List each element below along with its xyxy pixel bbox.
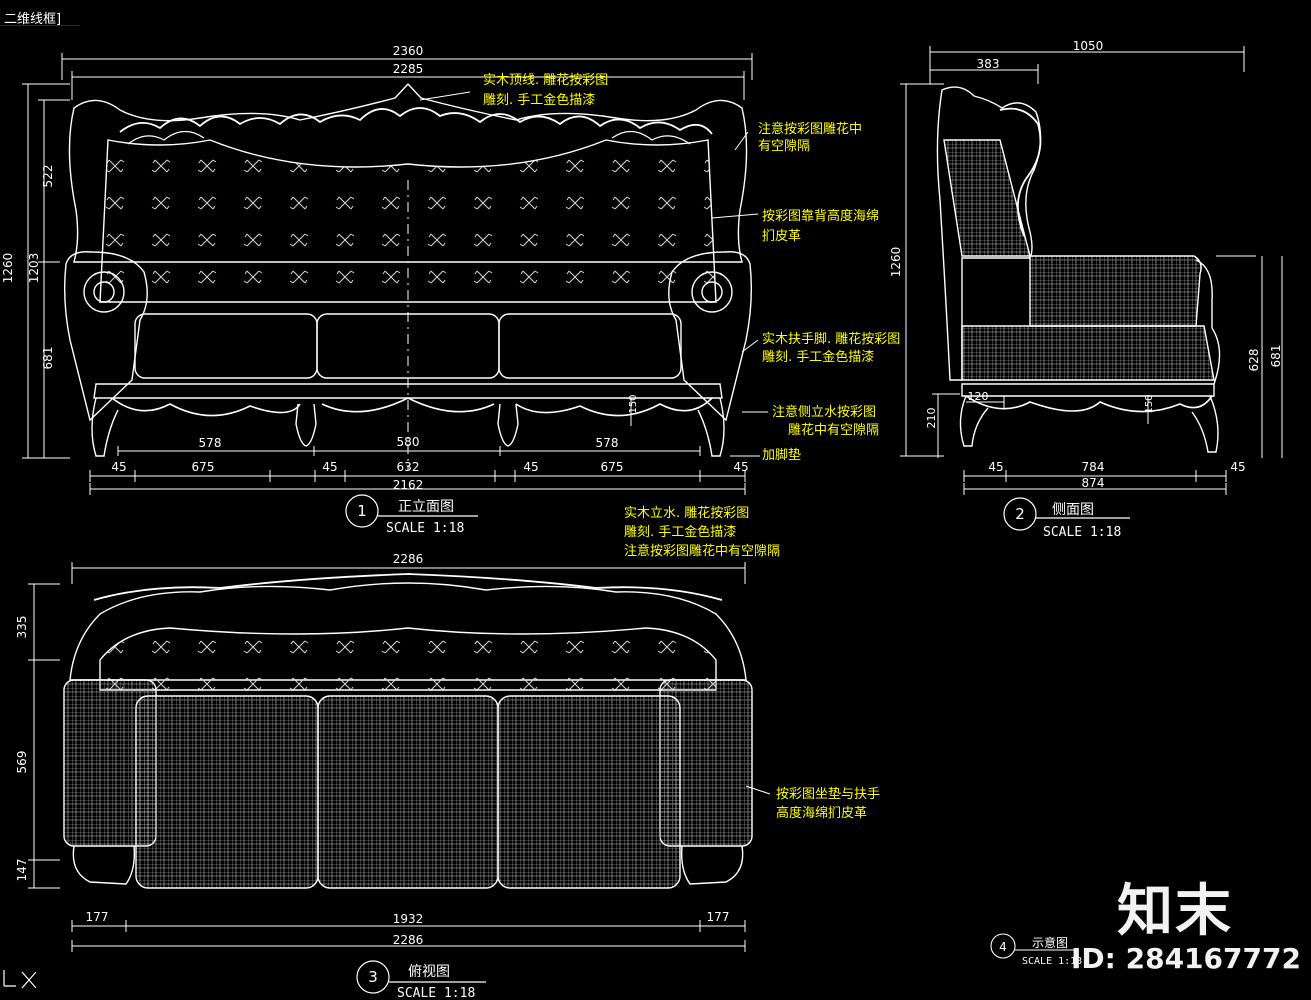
front-elevation xyxy=(63,82,753,470)
dim-150-front: 150 xyxy=(628,394,639,413)
dim-675-left: 675 xyxy=(192,460,215,474)
dim-177-left: 177 xyxy=(86,910,109,924)
dim-177-right: 177 xyxy=(707,910,730,924)
view-title-schematic: 示意图 xyxy=(1032,935,1068,950)
dim-1260: 1260 xyxy=(1,253,15,284)
note-back-2: 扪皮革 xyxy=(762,229,801,244)
note-gap-2: 有空隙隔 xyxy=(758,139,810,154)
note-apron-3: 注意按彩图雕花中有空隙隔 xyxy=(624,543,780,559)
dim-784: 784 xyxy=(1082,460,1105,474)
dim-632: 632 xyxy=(397,460,420,474)
note-arm-2: 雕刻. 手工金色描漆 xyxy=(762,349,874,365)
plan-notes: 实木立水. 雕花按彩图 雕刻. 手工金色描漆 注意按彩图雕花中有空隙隔 按彩图坐… xyxy=(624,505,880,821)
dim-681-side: 681 xyxy=(1269,345,1283,368)
dim-2360: 2360 xyxy=(393,44,424,58)
plan-dimensions xyxy=(28,562,746,952)
view-number-4: 4 xyxy=(999,940,1007,954)
front-dimension-text: 2360 2285 1260 1203 522 681 578 580 578 … xyxy=(1,44,749,492)
ucs-axis-icon xyxy=(3,970,37,989)
dim-675-right: 675 xyxy=(601,460,624,474)
note-apron-1: 实木立水. 雕花按彩图 xyxy=(624,505,749,521)
note-side-2: 雕花中有空隙隔 xyxy=(788,422,879,438)
dim-578-left: 578 xyxy=(199,436,222,450)
note-crest-2: 雕刻. 手工金色描漆 xyxy=(483,92,595,108)
dim-1203: 1203 xyxy=(27,253,41,284)
note-gap-1: 注意按彩图雕花中 xyxy=(758,121,862,137)
side-dimension-text: 1050 383 1260 628 681 210 120 150 45 784… xyxy=(889,39,1283,490)
note-cushion-2: 高度海绵扪皮革 xyxy=(776,805,867,821)
view-scale-side: SCALE 1:18 xyxy=(1043,525,1121,540)
front-dimensions xyxy=(22,53,753,495)
view-scale-plan: SCALE 1:18 xyxy=(397,986,475,1000)
title-block-2 xyxy=(1003,497,1130,531)
dim-1932: 1932 xyxy=(393,912,424,926)
dim-578-right: 578 xyxy=(596,436,619,450)
viewport-label[interactable]: 二维线框] xyxy=(0,0,80,27)
dim-2286-bottom: 2286 xyxy=(393,933,424,947)
view-title-front: 正立面图 xyxy=(398,499,454,515)
dim-2162: 2162 xyxy=(393,478,424,492)
view-number-3: 3 xyxy=(368,968,378,986)
dim-147: 147 xyxy=(15,859,29,882)
dim-45-a: 45 xyxy=(111,460,126,474)
dim-383: 383 xyxy=(977,57,1000,71)
title-block-3 xyxy=(356,960,486,994)
dim-1050: 1050 xyxy=(1073,39,1104,53)
side-dimensions xyxy=(900,46,1283,495)
dim-628: 628 xyxy=(1247,349,1261,372)
dim-569: 569 xyxy=(15,751,29,774)
view-number-1: 1 xyxy=(357,502,367,520)
view-title-side: 侧面图 xyxy=(1052,502,1094,518)
dim-580: 580 xyxy=(397,435,420,449)
note-crest-1: 实木顶线. 雕花按彩图 xyxy=(483,72,608,88)
dim-335: 335 xyxy=(15,616,29,639)
dim-522: 522 xyxy=(41,165,55,188)
title-block-1 xyxy=(345,494,478,528)
note-side-1: 注意侧立水按彩图 xyxy=(772,404,876,420)
watermark-image-id: ID: 284167772 xyxy=(1071,942,1301,975)
dim-150-side: 150 xyxy=(1144,394,1155,413)
dim-2285: 2285 xyxy=(393,62,424,76)
dim-45-c: 45 xyxy=(523,460,538,474)
dim-1260-side: 1260 xyxy=(889,247,903,278)
front-notes: 实木顶线. 雕花按彩图 雕刻. 手工金色描漆 注意按彩图雕花中 有空隙隔 按彩图… xyxy=(483,72,900,463)
plan-dimension-text: 2286 335 569 147 177 1932 177 2286 xyxy=(15,552,729,947)
dim-45-d: 45 xyxy=(733,460,748,474)
front-leaders xyxy=(419,91,768,457)
dim-681: 681 xyxy=(41,347,55,370)
side-elevation xyxy=(936,86,1221,453)
view-scale-front: SCALE 1:18 xyxy=(386,521,464,536)
dim-2286-top: 2286 xyxy=(393,552,424,566)
note-pad: 加脚垫 xyxy=(762,447,801,463)
dim-120: 120 xyxy=(968,390,989,403)
dim-45-side-left: 45 xyxy=(988,460,1003,474)
plan-leaders xyxy=(745,785,771,795)
note-back-1: 按彩图靠背高度海绵 xyxy=(762,208,879,224)
note-cushion-1: 按彩图坐垫与扶手 xyxy=(776,786,880,802)
dim-45-b: 45 xyxy=(322,460,337,474)
view-title-plan: 俯视图 xyxy=(408,964,450,980)
plan-view xyxy=(63,573,753,889)
dim-210: 210 xyxy=(925,408,938,429)
title-block-4 xyxy=(990,933,1078,959)
note-apron-2: 雕刻. 手工金色描漆 xyxy=(624,524,736,540)
note-arm-1: 实木扶手脚. 雕花按彩图 xyxy=(762,331,900,347)
watermark-brand: 知末 xyxy=(1117,879,1233,944)
dim-45-side-right: 45 xyxy=(1230,460,1245,474)
view-number-2: 2 xyxy=(1015,505,1025,523)
view-scale-schematic: SCALE 1:18 xyxy=(1022,956,1082,967)
dim-874: 874 xyxy=(1082,476,1105,490)
